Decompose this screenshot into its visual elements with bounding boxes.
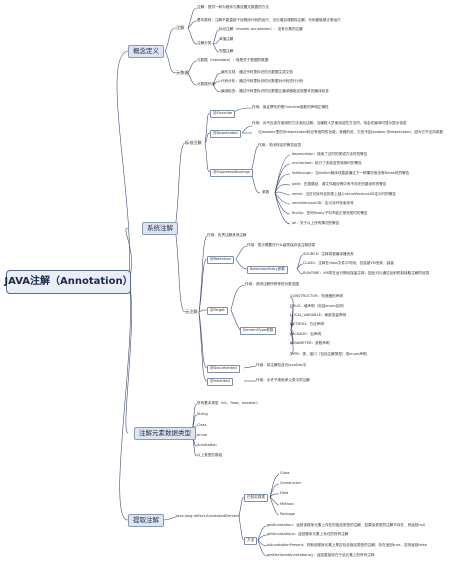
- branch-concept: 概念定义: [128, 45, 164, 58]
- suppress-param-item: fallthrough：当Switch程序块直接通往下一种情况而没有Break时…: [292, 171, 410, 175]
- suppress-param-item: finally：任何finally子句不能正常完成时的警告: [292, 211, 368, 215]
- suppress-param-item: deprecation：使用了过时的类或方法时的警告: [292, 152, 368, 156]
- elementtype-node: ElementType参数: [240, 327, 277, 335]
- retention-desc: 作用：表示需要在什么级别保存该注释信息: [247, 243, 316, 247]
- suppress-param-item: unchecked：执行了未检查的转换时的警告: [292, 161, 362, 165]
- suppress-param-item: path：在类路径、源文件路径等中有不存在的路径时的警告: [292, 182, 387, 186]
- concept-annotation: 注解: [176, 25, 185, 30]
- suppress-param-item: all：关于以上所有情况的警告: [292, 221, 340, 225]
- system-standard: 标准注解: [185, 140, 202, 145]
- type-item: 以上类型的数组: [197, 453, 223, 457]
- method-item: getAnnotations：返回程序元素上存在的所有注解: [267, 532, 349, 536]
- elementtype-item: TYPE：类、接口（包括注解类型）或enum声明: [290, 352, 367, 356]
- suppress-desc: 作用：关闭特定的警告信息: [258, 143, 302, 147]
- override-desc: 作用：保证撰写的是Override函数的声明正确性: [252, 105, 329, 109]
- elementtype-item: FIELD：域声明（包括enum实例）: [290, 304, 347, 308]
- metadata-usage: 元数据作用: [197, 82, 215, 86]
- branch-types: 注解元素数据类型: [134, 427, 196, 440]
- target-node: @Target: [207, 307, 228, 315]
- suppress-node: @SuppressWarnings: [210, 169, 253, 177]
- deprecated-desc-1: 作用：对不应该在使用的方法添加注解，当编程人员使用这些方法时，将会在编译时显示提…: [252, 121, 407, 125]
- retention-item: CLASS：注释在class文件中可用，但会被VM丢弃，缺省: [303, 261, 394, 265]
- documented-desc: 作用：将注解包含在JavaDoc中: [256, 363, 307, 367]
- metadata-desc: 元数据（metadata）：就是关于数据的数据: [197, 58, 269, 62]
- branch-system: 系统注解: [142, 222, 178, 235]
- retention-item: RUNTIME：VM将在运行期也保留注释，因此可以通过反射机制读取注解的信息: [303, 271, 430, 275]
- inherited-desc: 作用：允许子类继承父类中的注解: [256, 378, 310, 382]
- type-item: 所有基本类型（int、float、boolean）: [197, 401, 261, 405]
- elementtype-item: CONSTRUCTOR：构造器的声明: [290, 294, 343, 298]
- retention-policy: RetentionPolicy参数: [247, 266, 288, 274]
- elementtype-item: METHOD：方法声明: [290, 322, 324, 326]
- system-meta: 元注解: [185, 309, 198, 314]
- type-item: enum: [197, 433, 208, 437]
- override-node: @Override: [210, 110, 236, 118]
- suppress-param-item: serialVersionUID：定义序列化版本号: [292, 201, 354, 205]
- retention-item: SOURCE：注释将被编译器丢弃: [303, 252, 354, 256]
- deprecated-node: @Deprecated: [210, 130, 241, 138]
- annotation-category: 注解分类: [197, 41, 212, 45]
- metadata-usage-item: 编写文档：通过代码里标识的元数据生成文档: [221, 70, 293, 74]
- category-item: 标记注解（marker annotation）：没有元素的注解: [219, 27, 303, 31]
- type-item: Annotation: [197, 443, 217, 447]
- inherited-node: @Inherited: [207, 378, 233, 386]
- annotation-desc-2: 基本原则：注解不能直接干扰程序代码的运行，无论增加或删除注解，代码都能够正常运行: [197, 18, 341, 22]
- extract-package: java.lang.reflect.AnnotatedElement: [176, 514, 240, 518]
- retention-node: @Retention: [207, 256, 234, 264]
- suppress-param-item: serial：当在可序列化的类上缺少serialVersionUID定义时的警告: [292, 192, 396, 196]
- method-item: isAnnotationPresent：判断该程序元素上是否包含指定类型的注解，…: [267, 543, 427, 547]
- impl-item: Method: [280, 502, 294, 506]
- method-item: getAnnotation：返回该程序元素上存在的指定类型的注解，如果该类型的注…: [267, 523, 425, 527]
- impl-node: 已知实现类: [244, 494, 268, 502]
- elementtype-item: LOCAL_VARIABLE：局部变量声明: [290, 313, 347, 317]
- deprecated-desc-2: 与javadoc里的@deprecated标记有相同的功能，准确的说，它还不如j…: [258, 130, 444, 134]
- type-item: Class: [197, 423, 207, 427]
- elementtype-item: PACKAGE：包声明: [290, 332, 321, 336]
- impl-item: Package: [280, 512, 295, 516]
- category-item: 单值注解: [219, 37, 234, 41]
- impl-item: Field: [280, 491, 289, 495]
- elementtype-item: PARAMETER：参数声明: [290, 341, 330, 345]
- suppress-params: 参数: [262, 190, 270, 194]
- impl-item: Class: [280, 471, 290, 475]
- root-node: JAVA注解（Annotation）: [4, 270, 133, 294]
- meta-desc: 作用：负责注解其他注解: [207, 233, 247, 237]
- method-item: getDeclaredAnnotations()：返回直接存在于此元素上的所有注…: [267, 553, 375, 557]
- documented-node: @Documented: [207, 365, 240, 373]
- metadata-usage-item: 代码分析：通过代码里标识的元数据对代码进行分析: [221, 79, 304, 83]
- concept-metadata: 元数据: [176, 70, 189, 75]
- type-item: String: [197, 412, 208, 416]
- branch-extract: 提取注解: [128, 514, 164, 527]
- category-item: 完整注解: [219, 49, 234, 53]
- metadata-usage-item: 编译检查：通过代码里标识的元数据让编译器能实现基本的编译检查: [221, 89, 329, 93]
- methods-node: 方法: [244, 537, 258, 545]
- target-desc: 作用：说明注解所修饰的对象范围: [245, 282, 299, 286]
- annotation-desc-1: 注解：提供一种为程序元素设置元数据的方法: [197, 5, 269, 9]
- impl-item: Constructor: [280, 481, 302, 485]
